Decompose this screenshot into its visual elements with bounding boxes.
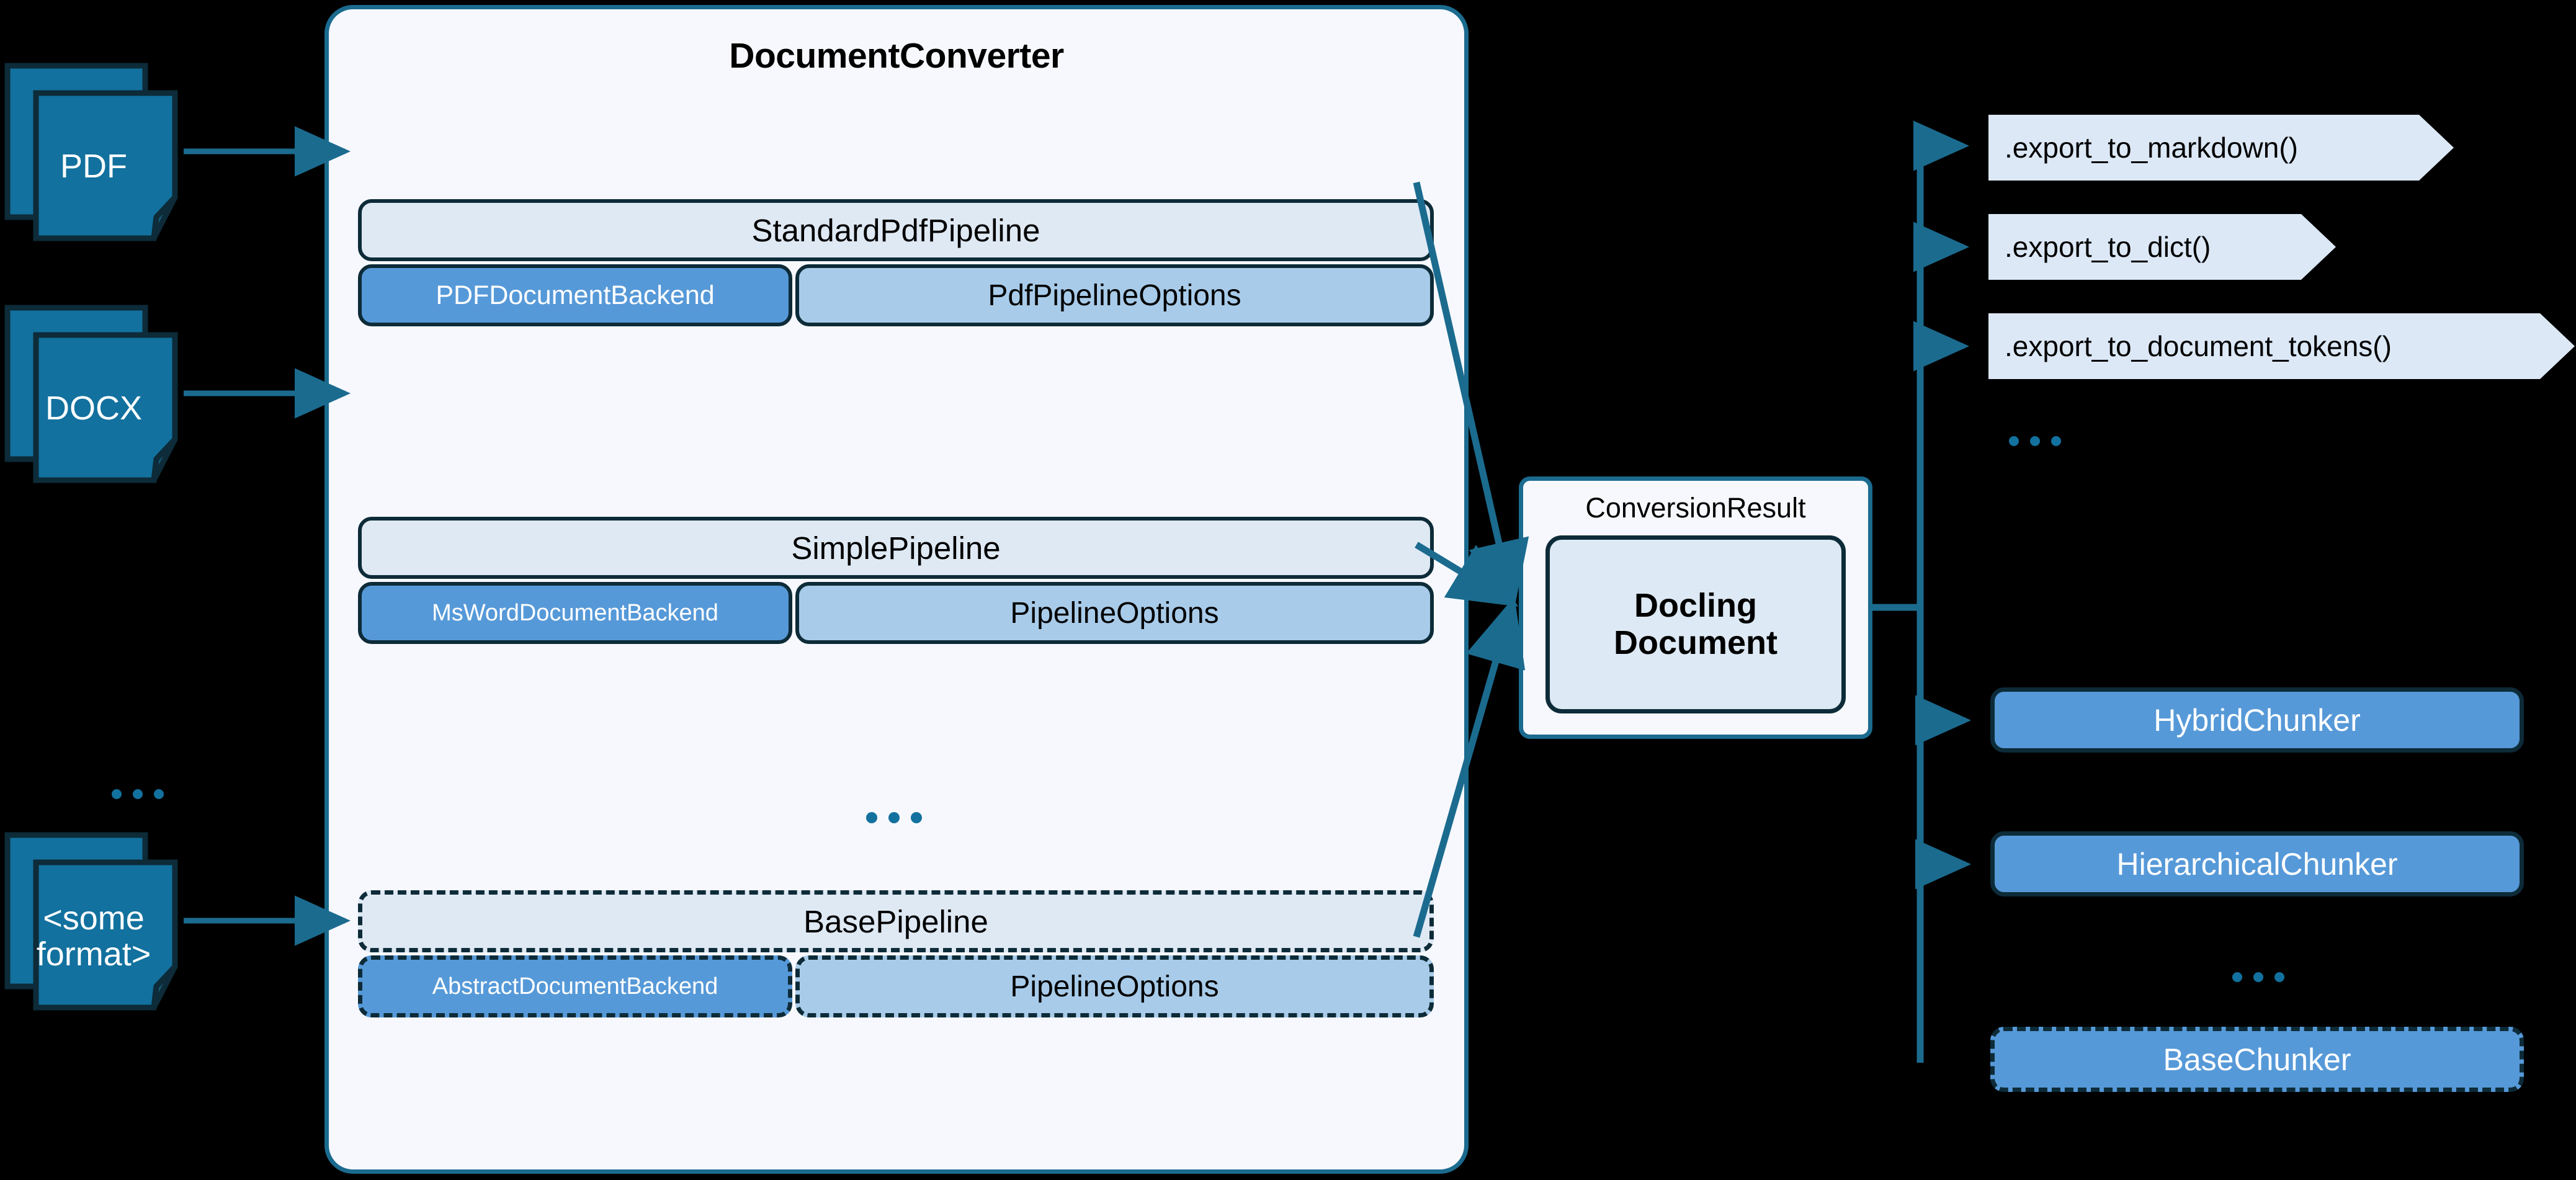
docling-document-line2: Document: [1613, 624, 1778, 661]
converter-ellipsis: [866, 812, 922, 823]
backend-abstract-document[interactable]: AbstractDocumentBackend: [358, 955, 792, 1017]
dot: [888, 812, 900, 823]
docling-document-line1: Docling: [1634, 587, 1757, 625]
backend-msword-document[interactable]: MsWordDocumentBackend: [358, 582, 792, 644]
pipeline-group-standard-pdf: StandardPdfPipeline PDFDocumentBackend P…: [358, 199, 1434, 326]
input-doc-docx[interactable]: DOCX: [4, 304, 184, 484]
document-converter-container: DocumentConverter StandardPdfPipeline PD…: [324, 5, 1469, 1174]
dot: [911, 812, 922, 823]
dot: [2009, 436, 2019, 446]
input-doc-other-format[interactable]: <some format>: [4, 831, 184, 1011]
input-doc-pdf[interactable]: PDF: [4, 62, 184, 242]
document-stack-icon: [4, 63, 178, 241]
conversion-result-container: ConversionResult Docling Document: [1519, 476, 1872, 739]
pipeline-simple[interactable]: SimplePipeline: [358, 517, 1434, 579]
pipeline-standard-pdf[interactable]: StandardPdfPipeline: [358, 199, 1434, 261]
chunker-base[interactable]: BaseChunker: [1990, 1027, 2524, 1092]
pipeline-group-simple: SimplePipeline MsWordDocumentBackend Pip…: [358, 517, 1434, 644]
docling-document-box[interactable]: Docling Document: [1545, 535, 1846, 713]
chunker-hierarchical[interactable]: HierarchicalChunker: [1990, 831, 2524, 896]
dot: [2051, 436, 2061, 446]
dot: [2274, 972, 2284, 982]
export-to-markdown[interactable]: .export_to_markdown(): [1988, 115, 2454, 181]
backend-pdf-document[interactable]: PDFDocumentBackend: [358, 264, 792, 326]
document-stack-icon: [4, 832, 178, 1011]
conversion-result-label: ConversionResult: [1585, 492, 1806, 524]
exports-ellipsis: [2009, 436, 2061, 446]
input-ellipsis: [112, 789, 164, 799]
options-pipeline[interactable]: PipelineOptions: [795, 582, 1434, 644]
chunkers-ellipsis: [2232, 972, 2284, 982]
chunker-hybrid[interactable]: HybridChunker: [1990, 687, 2524, 753]
pipeline-group-base: BasePipeline AbstractDocumentBackend Pip…: [358, 890, 1434, 1017]
options-pipeline[interactable]: PipelineOptions: [795, 955, 1434, 1017]
options-pdf-pipeline[interactable]: PdfPipelineOptions: [795, 264, 1434, 326]
dot: [2232, 972, 2242, 982]
dot: [2030, 436, 2040, 446]
export-to-dict[interactable]: .export_to_dict(): [1988, 214, 2336, 280]
pipeline-components-row: AbstractDocumentBackend PipelineOptions: [358, 955, 1434, 1017]
dot: [2253, 972, 2263, 982]
pipeline-components-row: PDFDocumentBackend PdfPipelineOptions: [358, 264, 1434, 326]
export-to-document-tokens[interactable]: .export_to_document_tokens(): [1988, 313, 2575, 379]
page-title: DocumentConverter: [729, 36, 1064, 76]
dot: [866, 812, 877, 823]
pipeline-base[interactable]: BasePipeline: [358, 890, 1434, 952]
dot: [112, 789, 122, 799]
dot: [154, 789, 164, 799]
pipeline-components-row: MsWordDocumentBackend PipelineOptions: [358, 582, 1434, 644]
dot: [133, 789, 143, 799]
document-stack-icon: [4, 305, 178, 483]
